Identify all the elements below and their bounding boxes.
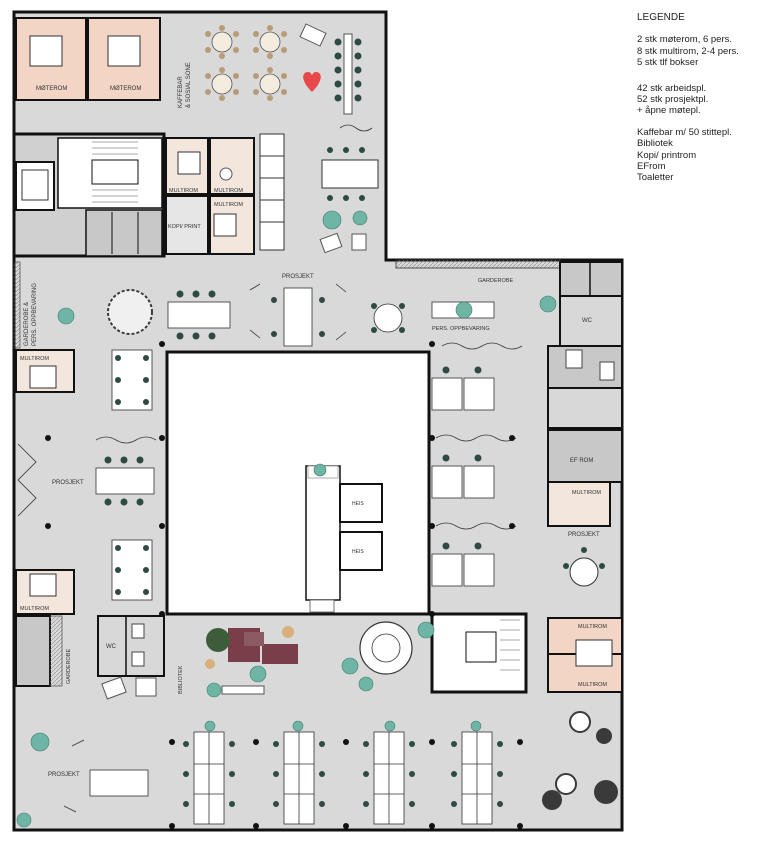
stool-set-2 (351, 233, 367, 251)
multirom-label-r3: MULTIROM (578, 682, 607, 688)
multirom-label-l2: MULTIROM (20, 606, 49, 612)
legend-title: LEGENDE (637, 12, 685, 23)
legend-item: Kaffebar m/ 50 stittepl. (637, 126, 732, 138)
bar-stools (334, 38, 362, 102)
prosjekt-label-l: PROSJEKT (52, 480, 84, 486)
heart-icon (303, 72, 321, 92)
legend-item: 52 stk prosjektpl. (637, 94, 709, 106)
garderobe-vertical-a: GARDEROBE & (24, 302, 30, 346)
heis-label-1: HEIS (352, 501, 364, 507)
prosjekt-label-bottom: PROSJEKT (48, 772, 80, 778)
structural-columns (45, 341, 523, 829)
meeting-rooms (15, 17, 161, 101)
wc-left (97, 615, 165, 677)
round-meeting-inner (371, 633, 401, 663)
moterom-label-2: MØTEROM (110, 86, 141, 92)
wave-line-top (339, 124, 373, 132)
cafe-counter (299, 23, 327, 47)
legend-item: EFrom (637, 161, 666, 173)
kaffebar-label: KAFFEBAR (178, 76, 184, 108)
legend-item: 42 stk arbeidspl. (637, 82, 707, 94)
pers-oppbevaring-label: PERS. OPPBEVARING (432, 326, 490, 332)
kaffebar-desk (321, 159, 379, 189)
plants (16, 210, 557, 828)
cafe-tables (211, 31, 281, 95)
legend-item: + åpne møtepl. (637, 105, 701, 117)
legend-item: Bibliotek (637, 138, 673, 150)
direction-arrows (63, 283, 347, 813)
floor-plan: HEIS HEIS MØTEROM MØTEROM KAFFEBAR & SOS… (12, 10, 624, 832)
cafe-chairs (205, 25, 287, 101)
atrium (165, 350, 431, 616)
garderobe-label: GARDEROBE (478, 278, 513, 284)
garderobe-vertical-b: PERS. OPPBEVARING (32, 283, 38, 346)
multirom-label-r2: MULTIROM (578, 624, 607, 630)
ef-rom-label: EF ROM (570, 458, 593, 464)
left-lower-core (15, 615, 63, 687)
bar-counter (343, 33, 353, 115)
multirom-left (15, 349, 75, 615)
bibliotek-label: BIBLIOTEK (178, 665, 184, 694)
trees (107, 289, 618, 810)
legend-item: 2 stk møterom, 6 pers. (637, 34, 733, 46)
moterom-label-1: MØTEROM (36, 86, 67, 92)
desk-column-top (259, 133, 285, 251)
stair-core-right (430, 612, 528, 694)
multirom-label-t1: MULTIROM (169, 188, 198, 194)
prosjekt-label-r: PROSJEKT (568, 532, 600, 538)
heis-label-2: HEIS (352, 549, 364, 555)
lounge-chair-1 (101, 676, 127, 700)
multirom-top (165, 137, 255, 255)
multirom-label-t2: MULTIROM (214, 188, 243, 194)
multirom-label-l1: MULTIROM (20, 356, 49, 362)
garderobe-strip (395, 259, 561, 269)
multirom-right (547, 481, 623, 693)
kopi-print-label: KOPI/ PRINT (168, 224, 201, 230)
ef-rom (547, 429, 623, 483)
lounge-chair-2 (135, 677, 157, 697)
wc-label-left: WC (106, 644, 117, 650)
stool-set (319, 232, 343, 254)
library-lounge (205, 626, 298, 695)
wc-label-right: WC (582, 318, 593, 324)
wave-separators (95, 342, 523, 530)
garderobe-left-strip (13, 261, 21, 349)
round-table-right (569, 557, 599, 587)
stair-core-top (12, 132, 166, 258)
prosjekt-label-top: PROSJEKT (282, 274, 314, 280)
legend-item: 5 stk tlf bokser (637, 57, 699, 69)
wc-cluster (547, 261, 623, 429)
sosial-sone-label: & SOSIAL SONE (186, 62, 192, 108)
legend-item: 8 stk multirom, 2-4 pers. (637, 45, 739, 57)
legend-item: Toaletter (637, 172, 674, 184)
legend: LEGENDE 2 stk møterom, 6 pers. 8 stk mul… (637, 12, 755, 184)
garderobe-vertical-lower: GARDEROBE (66, 649, 72, 684)
legend-item: Kopi/ printrom (637, 149, 697, 161)
multirom-label-r1: MULTIROM (572, 490, 601, 496)
desk-dividers (194, 732, 492, 824)
multirom-label-t3: MULTIROM (214, 202, 243, 208)
zigzag-left (17, 443, 37, 517)
desk-chairs (104, 147, 605, 807)
